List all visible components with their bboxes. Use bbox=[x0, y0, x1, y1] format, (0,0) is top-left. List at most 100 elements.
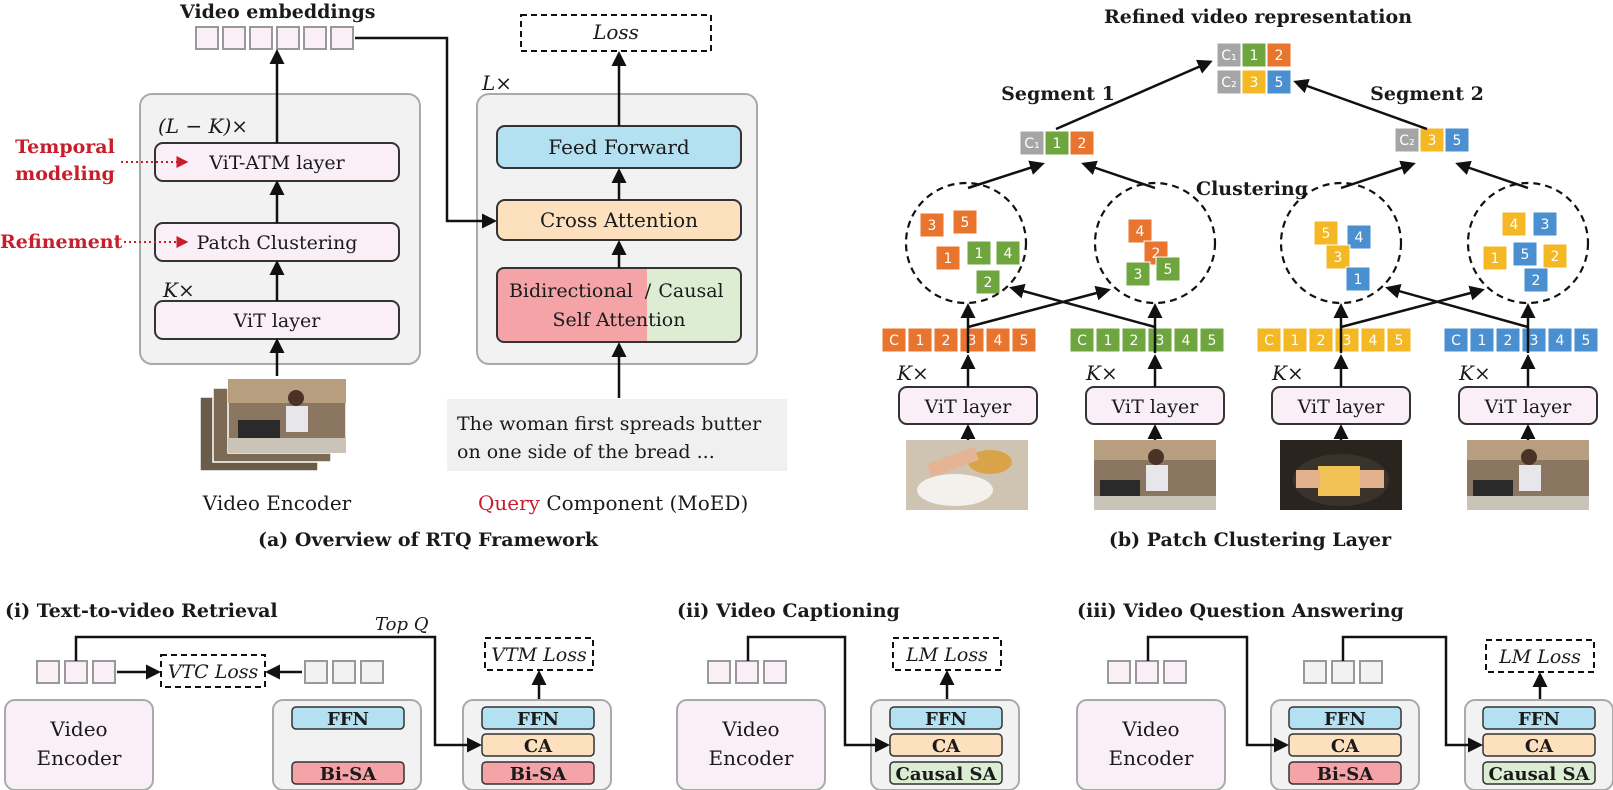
token-chip-label: 4 bbox=[1136, 224, 1145, 240]
input-token-chip: 1 bbox=[1469, 327, 1495, 353]
question-tokens bbox=[1303, 660, 1383, 684]
input-token-chip: 3 bbox=[959, 327, 985, 353]
embedding-token bbox=[64, 660, 88, 684]
ca-label: CA bbox=[524, 736, 553, 757]
token-chip-label: 4 bbox=[1004, 246, 1013, 262]
input-token-chip: 2 bbox=[1308, 327, 1334, 353]
embedding-token bbox=[92, 660, 116, 684]
token-chip-label: 5 bbox=[961, 215, 970, 231]
token-chip-label: C bbox=[889, 333, 899, 349]
token-chip-label: 5 bbox=[1164, 262, 1173, 278]
ffn-label: FFN bbox=[327, 709, 369, 730]
token-chip-label: C bbox=[1077, 333, 1087, 349]
video-embeddings-label: Video embeddings bbox=[179, 1, 375, 23]
token-chip-label: 5 bbox=[1582, 333, 1591, 349]
panel-ii: (ii) Video Captioning Video Encoder LM L… bbox=[676, 600, 1020, 790]
frame-image bbox=[1467, 440, 1589, 510]
clustered-token-chip: 3 bbox=[1325, 244, 1351, 270]
embedding-token bbox=[303, 26, 327, 50]
bi-sa-box bbox=[481, 761, 595, 785]
clustered-token-chip: 2 bbox=[1523, 267, 1549, 293]
token-chip-label: 1 bbox=[916, 333, 925, 349]
input-token-chip: C bbox=[1443, 327, 1469, 353]
clustered-token-chip: 3 bbox=[919, 212, 945, 238]
bi-sa-label: Bi-SA bbox=[320, 764, 378, 785]
ffn-label: FFN bbox=[925, 709, 967, 730]
embedding-token bbox=[1107, 660, 1131, 684]
embedding-token bbox=[330, 26, 354, 50]
ca-label: CA bbox=[932, 736, 961, 757]
modeling-label: modeling bbox=[15, 163, 115, 185]
input-token-chip: 2 bbox=[1495, 327, 1521, 353]
clustered-token-chip: 1 bbox=[935, 245, 961, 271]
panel-b-caption: (b) Patch Clustering Layer bbox=[1109, 529, 1392, 551]
clustered-token-chip: 5 bbox=[952, 209, 978, 235]
bi-sa-label: Bi-SA bbox=[1317, 764, 1375, 785]
text-token bbox=[332, 660, 356, 684]
token-chip-label: 4 bbox=[1510, 217, 1519, 233]
ca-box bbox=[889, 733, 1003, 757]
cluster-circle bbox=[1466, 181, 1590, 305]
vtc-loss-label: VTC Loss bbox=[168, 661, 259, 683]
token-chip-label: 1 bbox=[1291, 333, 1300, 349]
query-word: Query bbox=[478, 491, 541, 515]
token-chip-label: 4 bbox=[1556, 333, 1565, 349]
segment-token-chip: C₂ bbox=[1394, 127, 1420, 153]
input-token-chip: 1 bbox=[1282, 327, 1308, 353]
video-embedding-tokens bbox=[195, 26, 354, 50]
embedding-token bbox=[249, 26, 273, 50]
embedding-token bbox=[195, 26, 219, 50]
clustered-token-chip: 4 bbox=[1127, 218, 1153, 244]
vit-layer-label: ViT layer bbox=[233, 310, 322, 332]
self-attention-label: Self Attention bbox=[553, 309, 686, 331]
refined-token-chip: 3 bbox=[1241, 69, 1267, 95]
token-chip-label: 1 bbox=[1104, 333, 1113, 349]
video-to-ca-arrow bbox=[746, 635, 890, 753]
input-token-chip: 4 bbox=[1547, 327, 1573, 353]
video-tokens bbox=[36, 660, 116, 684]
embedding-token bbox=[222, 26, 246, 50]
ffn-box bbox=[481, 706, 595, 730]
panel-i: (i) Text-to-video Retrieval Top Q VTC Lo… bbox=[4, 600, 612, 790]
ffn-box bbox=[889, 706, 1003, 730]
refinement-label: Refinement bbox=[0, 231, 123, 253]
segment-token-chip: 3 bbox=[1419, 127, 1445, 153]
clustering-arrows bbox=[960, 59, 1536, 353]
input-token-chip: 4 bbox=[1173, 327, 1199, 353]
token-chip-label: C₂ bbox=[1399, 133, 1414, 149]
input-token-chip: 3 bbox=[1334, 327, 1360, 353]
text-token bbox=[1303, 660, 1327, 684]
segment-token-chip: C₁ bbox=[1019, 130, 1045, 156]
k-times-label: K× bbox=[1085, 361, 1118, 385]
token-chip-label: 2 bbox=[1551, 249, 1560, 265]
token-chip-label: 5 bbox=[1521, 247, 1530, 263]
token-chip-label: 3 bbox=[1156, 333, 1165, 349]
ffn-box bbox=[1288, 706, 1402, 730]
input-token-chip: 3 bbox=[1147, 327, 1173, 353]
token-chip-label: 3 bbox=[1250, 75, 1259, 91]
bi-sa-box bbox=[291, 761, 405, 785]
input-token-chip: 4 bbox=[985, 327, 1011, 353]
patch-clustering-label: Patch Clustering bbox=[197, 232, 358, 254]
token-chip-label: 4 bbox=[994, 333, 1003, 349]
token-chip-label: 2 bbox=[1078, 136, 1087, 152]
query-line-1: The woman first spreads butter bbox=[457, 413, 762, 435]
vit-layer-label: ViT layer bbox=[924, 396, 1013, 418]
text-token bbox=[1359, 660, 1383, 684]
ca-box bbox=[1288, 733, 1402, 757]
clustered-token-chip: 5 bbox=[1512, 241, 1538, 267]
token-chip-label: C₂ bbox=[1221, 75, 1236, 91]
video-label: Video bbox=[1121, 717, 1179, 741]
input-token-chip: 1 bbox=[907, 327, 933, 353]
token-chip-label: 4 bbox=[1182, 333, 1191, 349]
token-chip-label: C₁ bbox=[1024, 136, 1039, 152]
text-token bbox=[1331, 660, 1355, 684]
clustered-token-chip: 2 bbox=[1542, 243, 1568, 269]
arrow bbox=[967, 285, 1111, 329]
token-chip-label: 2 bbox=[984, 275, 993, 291]
vit-layer-boxes: ViT layer ViT layer ViT layer ViT layer bbox=[898, 386, 1598, 425]
video-to-ca-arrow bbox=[1146, 635, 1289, 753]
token-chip-label: 2 bbox=[1532, 273, 1541, 289]
token-chip-label: 1 bbox=[1354, 272, 1363, 288]
